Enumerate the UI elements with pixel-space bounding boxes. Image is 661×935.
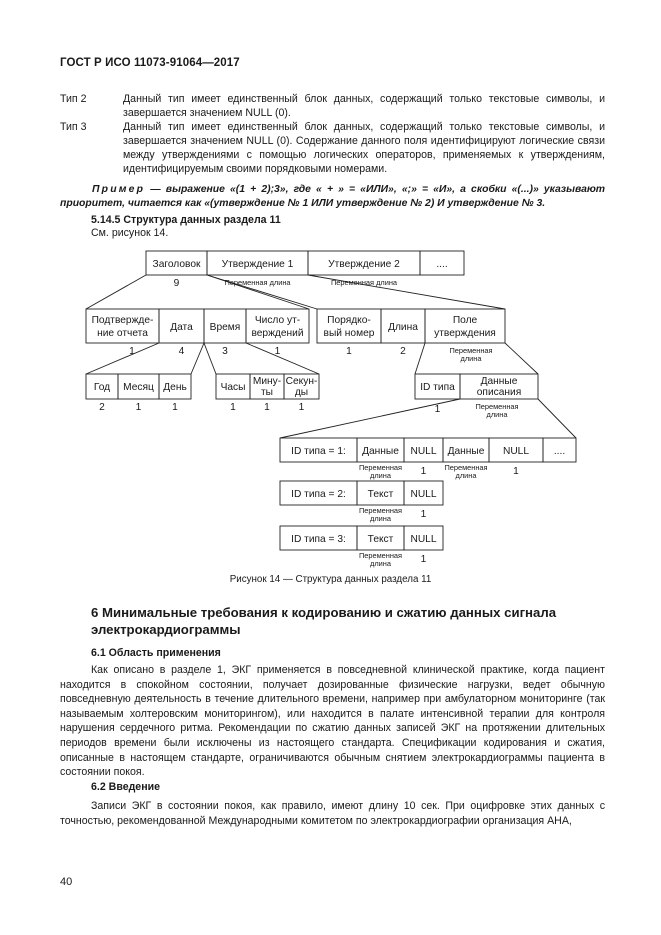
- type-label: Тип 3: [60, 121, 87, 133]
- box-statement-count: [245, 308, 310, 344]
- len-count: 1: [275, 346, 281, 357]
- label-day: День: [163, 382, 187, 393]
- expansion-lines: [85, 274, 577, 439]
- label-minutes-1: Мину-: [253, 376, 281, 387]
- paragraph-6-2: Записи ЭКГ в состоянии покоя, как правил…: [60, 800, 605, 827]
- len-seq: 1: [346, 346, 352, 357]
- example-text: — выражение «(1 + 2);3», где « + » = «ИЛ…: [60, 184, 605, 209]
- varlen-type2-1: Переменная: [359, 506, 402, 515]
- label-seconds-1: Секун-: [286, 376, 318, 387]
- box-type2-null: [403, 480, 444, 506]
- box-type1-more: [542, 437, 577, 463]
- label-type3-text: Текст: [368, 534, 394, 545]
- len-time: 3: [222, 346, 228, 357]
- label-desc-2: описания: [477, 387, 521, 398]
- label-header: Заголовок: [153, 259, 201, 270]
- type-label: Тип 2: [60, 93, 87, 105]
- label-type1-null-2: NULL: [503, 446, 529, 457]
- paragraph-6-1: Как описано в разделе 1, ЭКГ применяется…: [60, 664, 605, 779]
- label-type1-null: NULL: [410, 446, 436, 457]
- example-paragraph: Пример — выражение «(1 + 2);3», где « + …: [60, 183, 605, 211]
- len-date: 4: [179, 346, 185, 357]
- type-description: Данный тип имеет единственный блок данны…: [123, 93, 605, 119]
- varlen-type3-1: Переменная: [359, 551, 402, 560]
- len-hours: 1: [230, 402, 236, 413]
- box-description-data: [459, 373, 539, 400]
- figure-caption: Рисунок 14 — Структура данных раздела 11: [229, 574, 432, 585]
- figure-14-diagram: Заголовок Утверждение 1 Утверждение 2 ..…: [85, 250, 577, 568]
- varlen-type1-1: Переменная: [359, 463, 402, 472]
- len-type1-null: 1: [421, 466, 427, 477]
- varlen-field-2: длина: [461, 354, 483, 363]
- len-day: 1: [172, 402, 178, 413]
- varlen-statement-1: Переменная длина: [224, 278, 291, 287]
- box-type3-null: [403, 525, 444, 551]
- len-type2-null: 1: [421, 509, 427, 520]
- varlen-type1-3: Переменная: [444, 463, 487, 472]
- label-hours: Часы: [221, 382, 246, 393]
- label-count-2: верждений: [251, 328, 303, 339]
- varlen-type2-2: длина: [370, 514, 392, 523]
- len-type3-null: 1: [421, 554, 427, 565]
- page-number: 40: [60, 876, 73, 888]
- label-field-2: утверждения: [434, 328, 496, 339]
- varlen-desc-2: длина: [487, 410, 509, 419]
- varlen-desc-1: Переменная: [475, 402, 518, 411]
- varlen-type1-2: длина: [370, 471, 392, 480]
- label-year: Год: [94, 382, 110, 393]
- section-heading-6-1: 6.1 Область применения: [91, 647, 221, 659]
- label-type1-data-2: Данные: [448, 446, 485, 457]
- label-field-1: Поле: [453, 315, 478, 326]
- box-more: [419, 250, 465, 276]
- label-id-type: ID типа: [420, 382, 455, 393]
- label-confirmation-2: ние отчета: [97, 328, 148, 339]
- label-date: Дата: [170, 322, 193, 333]
- label-type3-null: NULL: [410, 534, 436, 545]
- label-type2-text: Текст: [368, 489, 394, 500]
- label-type1-id: ID типа = 1:: [291, 446, 346, 457]
- len-header: 9: [174, 278, 180, 289]
- label-type2-null: NULL: [410, 489, 436, 500]
- section-6-title: 6 Минимальные требования к кодированию и…: [91, 605, 557, 637]
- box-statement-field: [424, 308, 506, 344]
- label-type1-data: Данные: [362, 446, 399, 457]
- len-id-type: 1: [435, 404, 441, 415]
- label-desc-1: Данные: [481, 376, 518, 387]
- label-type1-more: ....: [554, 446, 565, 457]
- varlen-type1-4: длина: [456, 471, 478, 480]
- label-more: ....: [436, 259, 447, 270]
- label-type2-id: ID типа = 2:: [291, 489, 346, 500]
- varlen-type3-2: длина: [370, 559, 392, 568]
- varlen-statement-2: Переменная длина: [331, 278, 398, 287]
- len-minutes: 1: [264, 402, 270, 413]
- label-length: Длина: [388, 322, 418, 333]
- label-count-1: Число ут-: [255, 315, 300, 326]
- document-header: ГОСТ Р ИСО 11073-91064—2017: [60, 57, 240, 69]
- label-statement-1: Утверждение 1: [222, 259, 294, 270]
- box-day: [158, 373, 192, 400]
- label-seq-1: Порядко-: [327, 315, 371, 326]
- len-month: 1: [136, 402, 142, 413]
- varlen-field-1: Переменная: [449, 346, 492, 355]
- label-time: Время: [210, 322, 241, 333]
- len-confirmation: 1: [129, 346, 135, 357]
- label-month: Месяц: [123, 382, 154, 393]
- len-type1-null-2: 1: [513, 466, 519, 477]
- section-heading-5-14-5: 5.14.5 Структура данных раздела 11: [91, 214, 281, 226]
- label-type3-id: ID типа = 3:: [291, 534, 346, 545]
- len-length: 2: [400, 346, 406, 357]
- see-figure-text: См. рисунок 14.: [91, 227, 169, 239]
- section-heading-6-2: 6.2 Введение: [91, 781, 161, 793]
- box-seconds: [283, 373, 320, 400]
- label-statement-2: Утверждение 2: [328, 259, 400, 270]
- label-confirmation-1: Подтвержде-: [92, 315, 154, 326]
- label-minutes-2: ты: [261, 387, 273, 398]
- label-seq-2: вый номер: [324, 328, 375, 339]
- type-description: Данный тип имеет единственный блок данны…: [123, 121, 605, 175]
- len-seconds: 1: [299, 402, 305, 413]
- label-seconds-2: ды: [295, 387, 308, 398]
- len-year: 2: [99, 402, 105, 413]
- example-word: Пример: [92, 184, 146, 195]
